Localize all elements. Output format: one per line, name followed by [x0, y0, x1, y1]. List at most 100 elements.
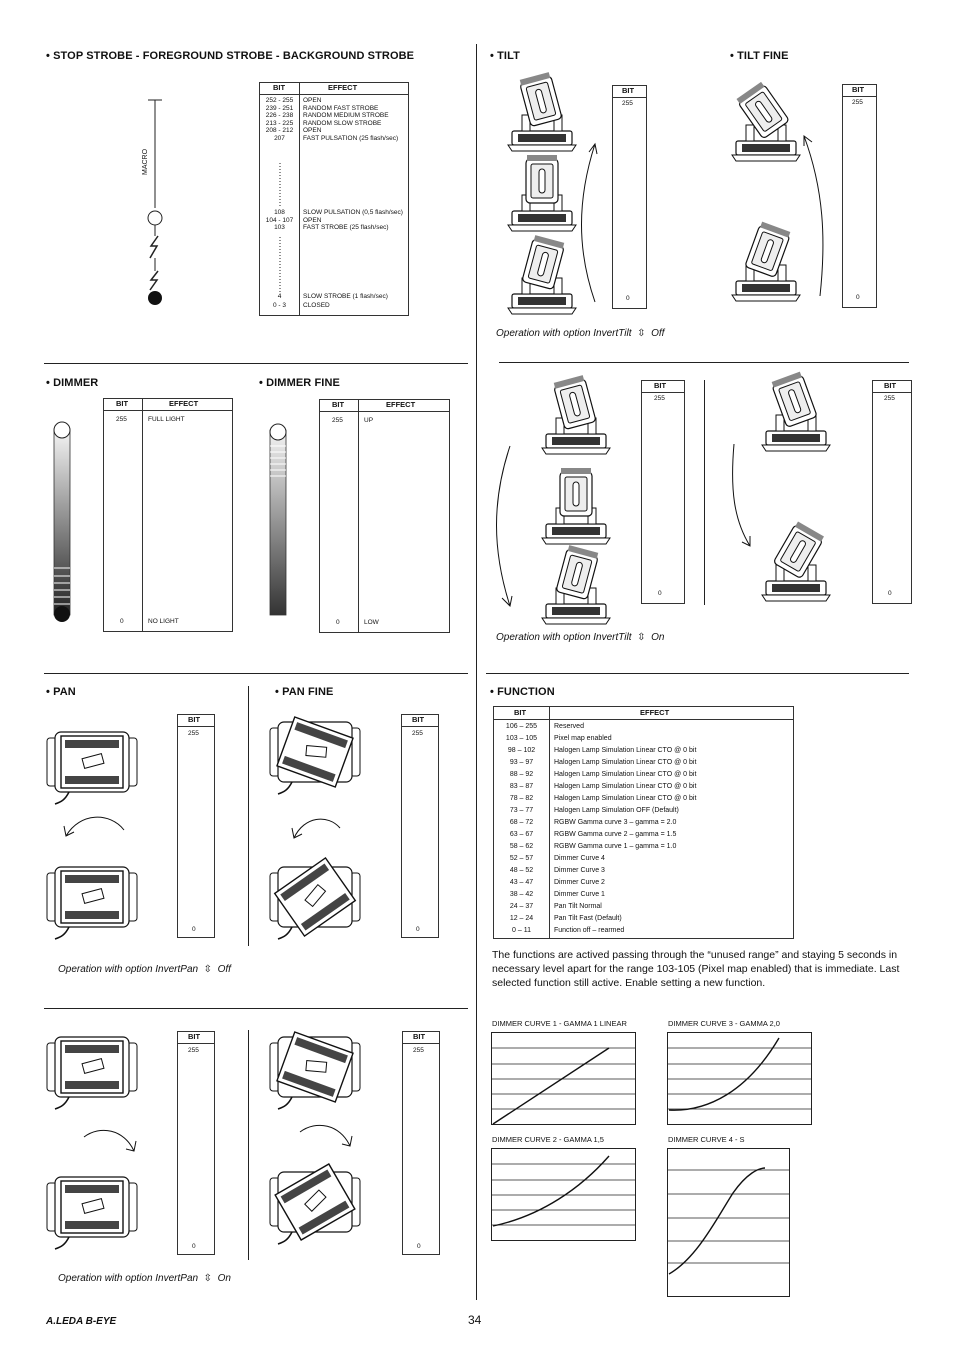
- strobe-row-bit: 103: [274, 224, 285, 231]
- strobe-row-bit: 0 - 3: [272, 302, 286, 309]
- function-row-effect: RGBW Gamma curve 3 – gamma = 2.0: [554, 819, 677, 826]
- strobe-row-bit: 108: [274, 209, 285, 216]
- curve3-title: DIMMER CURVE 3 - GAMMA 2,0: [668, 1019, 780, 1028]
- dimmer-fine-low: LOW: [364, 619, 379, 626]
- tilt-off-caption: Operation with option InvertTilt ⇳ Off: [496, 328, 665, 339]
- strobe-row-effect: RANDOM FAST STROBE: [303, 104, 379, 112]
- dimmer-fine-table: BIT EFFECT 255 UP 0 LOW: [319, 399, 450, 633]
- curve3-graph: [667, 1032, 812, 1125]
- tilt-fixture-icon: [731, 81, 801, 162]
- divider-right-1: [499, 362, 909, 363]
- pan-fixture-icon: [269, 716, 361, 795]
- divider-left-1: [44, 363, 468, 364]
- pan-arrow-icon: [299, 1124, 353, 1147]
- dimmer-fine-up: UP: [364, 417, 374, 424]
- function-row-bit: 78 – 82: [509, 795, 534, 802]
- pan-arrow-icon: [63, 816, 125, 837]
- function-row-effect: Reserved: [554, 723, 584, 730]
- pan-fine-title: • PAN FINE: [275, 686, 334, 698]
- divider-left-2: [44, 673, 468, 674]
- pan-divider-2: [248, 1030, 249, 1260]
- pan-fixture-icon: [46, 1176, 138, 1250]
- tilt-on-caption: Operation with option InvertTilt ⇳ On: [496, 632, 665, 643]
- function-row-effect: Dimmer Curve 2: [554, 879, 605, 886]
- dimmer-table: BIT EFFECT 255 FULL LIGHT 0 NO LIGHT: [103, 398, 233, 632]
- strobe-title: • STOP STROBE - FOREGROUND STROBE - BACK…: [46, 50, 415, 62]
- pan-arrow-icon: [291, 818, 341, 839]
- function-row-effect: Halogen Lamp Simulation OFF (Default): [554, 807, 679, 814]
- strobe-row-effect: SLOW PULSATION (0,5 flash/sec): [303, 209, 403, 216]
- function-row-bit: 83 – 87: [509, 783, 534, 790]
- strobe-row-effect: FAST STROBE (25 flash/sec): [303, 224, 389, 231]
- tilt-fixture-icon: [507, 72, 577, 152]
- strobe-row-bit: 208 - 212: [265, 127, 294, 134]
- tilt-divider: [704, 380, 705, 605]
- strobe-row-bit: 226 - 238: [265, 112, 294, 119]
- tilt-arrow-icon: [581, 142, 598, 303]
- pan-divider: [248, 686, 249, 946]
- curve1-graph: [491, 1032, 636, 1125]
- tilt-fixture-icon: [507, 155, 577, 232]
- bit-header: BIT: [273, 83, 286, 92]
- dimmer-no-light: NO LIGHT: [148, 618, 179, 625]
- function-row-bit: 52 – 57: [509, 855, 534, 862]
- function-row-effect: Dimmer Curve 4: [554, 855, 605, 862]
- function-row-bit: 73 – 77: [509, 807, 534, 814]
- divider-left-3: [44, 1008, 468, 1009]
- function-row-bit: 88 – 92: [509, 771, 534, 778]
- tilt-fixture-icon: [731, 221, 801, 302]
- function-row-effect: RGBW Gamma curve 2 – gamma = 1.5: [554, 831, 677, 838]
- function-row-bit: 93 – 97: [509, 759, 534, 766]
- function-row-bit: 58 – 62: [509, 843, 534, 850]
- pan-fixture-icon: [46, 731, 138, 805]
- strobe-row-effect: OPEN: [303, 97, 322, 104]
- function-row-effect: Halogen Lamp Simulation Linear CTO @ 0 b…: [554, 783, 697, 790]
- pan-inv-bit-table: BIT 255 0: [177, 1031, 215, 1255]
- pan-off-caption: Operation with option InvertPan ⇳ Off: [58, 964, 231, 975]
- function-row-effect: Pixel map enabled: [554, 735, 612, 742]
- pan-fixture-icon: [269, 1031, 361, 1110]
- strobe-row-bit: 252 - 255: [265, 97, 294, 104]
- footer-brand: A.LEDA B-EYE: [46, 1316, 117, 1327]
- function-row: 52 – 57 Dimmer Curve 4: [494, 853, 793, 865]
- curve4-title: DIMMER CURVE 4 - S: [668, 1135, 745, 1144]
- function-row-effect: Function off – rearmed: [554, 927, 625, 934]
- curve2-graph: [491, 1148, 636, 1241]
- strobe-row-effect: OPEN: [303, 127, 322, 134]
- pan-fixture-icon: [46, 866, 138, 940]
- function-row-effect: Pan Tilt Normal: [554, 903, 602, 910]
- tilt-arrow-icon: [496, 445, 513, 608]
- function-row-bit: 38 – 42: [509, 891, 534, 898]
- function-row: 0 – 11 Function off – rearmed: [494, 925, 793, 937]
- dimmer-fine-bar: [269, 423, 287, 616]
- pan-fixture-icon: [269, 856, 361, 940]
- divider-right-2: [486, 673, 909, 674]
- tilt-title: • TILT: [490, 50, 520, 62]
- strobe-row-effect: SLOW STROBE (1 flash/sec): [303, 293, 388, 300]
- vertical-divider: [476, 44, 477, 1300]
- curve1-title: DIMMER CURVE 1 - GAMMA 1 LINEAR: [492, 1019, 627, 1028]
- dimmer-gradient-bar: [53, 421, 71, 622]
- strobe-row-bit: 213 - 225: [265, 119, 294, 127]
- function-row-effect: Halogen Lamp Simulation Linear CTO @ 0 b…: [554, 795, 697, 802]
- function-row-bit: 0 – 11: [512, 927, 531, 934]
- function-row-bit: 24 – 37: [509, 903, 534, 910]
- function-row: 83 – 87 Halogen Lamp Simulation Linear CT…: [494, 781, 793, 793]
- function-row: 73 – 77 Halogen Lamp Simulation OFF (Defa…: [494, 805, 793, 817]
- pan-on-caption: Operation with option InvertPan ⇳ On: [58, 1273, 231, 1284]
- pan-bit-table: BIT 255 0: [177, 714, 215, 938]
- strobe-row-effect: OPEN: [303, 216, 322, 224]
- tilt-inv-bit-table: BIT 255 0: [641, 380, 685, 604]
- function-row-effect: Dimmer Curve 3: [554, 867, 605, 874]
- dimmer-fine-title: • DIMMER FINE: [259, 377, 340, 389]
- strobe-row-bit: 4: [277, 293, 282, 300]
- function-row-bit: 63 – 67: [509, 831, 534, 838]
- page-number: 34: [468, 1313, 482, 1327]
